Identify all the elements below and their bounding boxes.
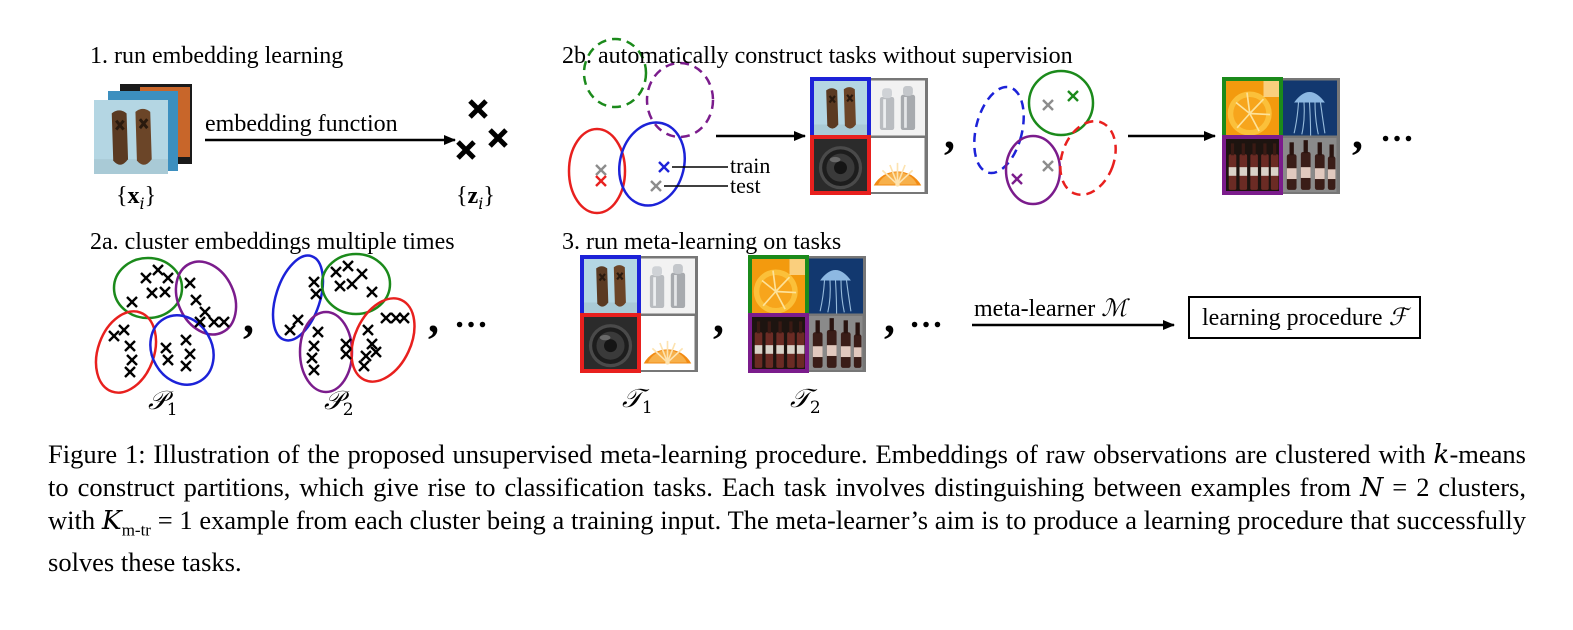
task-points-1 bbox=[594, 160, 728, 193]
orange-slice-image bbox=[640, 316, 695, 370]
partition-2-label: 𝒫2 bbox=[324, 386, 354, 421]
sandals-image bbox=[813, 80, 868, 136]
task-construction-clusters-2 bbox=[973, 69, 1117, 206]
beer-bottles-image bbox=[1282, 138, 1337, 192]
partition-1-points bbox=[107, 263, 231, 379]
cocktail-shaker-image bbox=[870, 80, 925, 136]
partition-1 bbox=[94, 256, 238, 394]
jellyfish-image bbox=[1282, 80, 1337, 136]
jellyfish-image bbox=[808, 258, 863, 314]
figure-caption: Figure 1: Illustration of the proposed u… bbox=[48, 439, 1526, 578]
orange-slice-image bbox=[1225, 80, 1280, 136]
task-2-label: 𝒯2 bbox=[790, 384, 821, 419]
section-3-title: 3. run meta-learning on tasks bbox=[562, 229, 842, 255]
section-2b-title: 2b. automatically construct tasks withou… bbox=[562, 43, 1073, 69]
learning-procedure-box: learning procedure ℱ bbox=[1188, 296, 1422, 339]
beer-bottles-image bbox=[1225, 138, 1280, 192]
comma-separator: , bbox=[243, 293, 254, 342]
figure-1: 1. run embedding learning 2b. automatica… bbox=[90, 37, 1422, 421]
speaker-image bbox=[583, 316, 638, 370]
meta-learner-label: meta-learner ℳ bbox=[974, 294, 1127, 322]
task-grid-constructed-2 bbox=[1222, 77, 1340, 195]
comma-separator: , bbox=[428, 293, 439, 342]
embedding-crosses bbox=[458, 101, 506, 158]
ellipsis: … bbox=[454, 298, 492, 335]
ellipsis: … bbox=[1380, 112, 1418, 149]
figure-diagram bbox=[94, 37, 1340, 394]
partition-1-label: 𝒫1 bbox=[148, 386, 178, 421]
raw-observations-label: {xi} bbox=[116, 183, 157, 213]
task-grid-constructed-1 bbox=[810, 77, 928, 195]
task-grid-t1 bbox=[580, 255, 698, 373]
task-grid-t2 bbox=[748, 255, 866, 373]
section-1-title: 1. run embedding learning bbox=[90, 43, 344, 69]
orange-slice-image bbox=[870, 138, 925, 192]
comma-separator: , bbox=[1352, 109, 1363, 158]
task-1-label: 𝒯1 bbox=[622, 384, 653, 419]
orange-slice-image bbox=[751, 258, 806, 314]
test-label: test bbox=[730, 173, 761, 198]
speaker-image bbox=[813, 138, 868, 192]
comma-separator: , bbox=[713, 293, 724, 342]
cocktail-shaker-image bbox=[640, 258, 695, 314]
embedding-function-label: embedding function bbox=[205, 111, 398, 137]
embeddings-label: {zi} bbox=[456, 183, 495, 213]
beer-bottles-image bbox=[808, 316, 863, 370]
raw-images-stack bbox=[94, 84, 192, 176]
comma-separator: , bbox=[944, 109, 955, 158]
beer-bottles-image bbox=[751, 316, 806, 370]
comma-separator: , bbox=[884, 293, 895, 342]
partition-2 bbox=[271, 252, 416, 394]
ellipsis: … bbox=[909, 298, 947, 335]
task-construction-clusters-1 bbox=[567, 37, 715, 215]
section-2a-title: 2a. cluster embeddings multiple times bbox=[90, 229, 455, 255]
train-label: train bbox=[730, 153, 771, 178]
sandals-image bbox=[583, 258, 638, 314]
